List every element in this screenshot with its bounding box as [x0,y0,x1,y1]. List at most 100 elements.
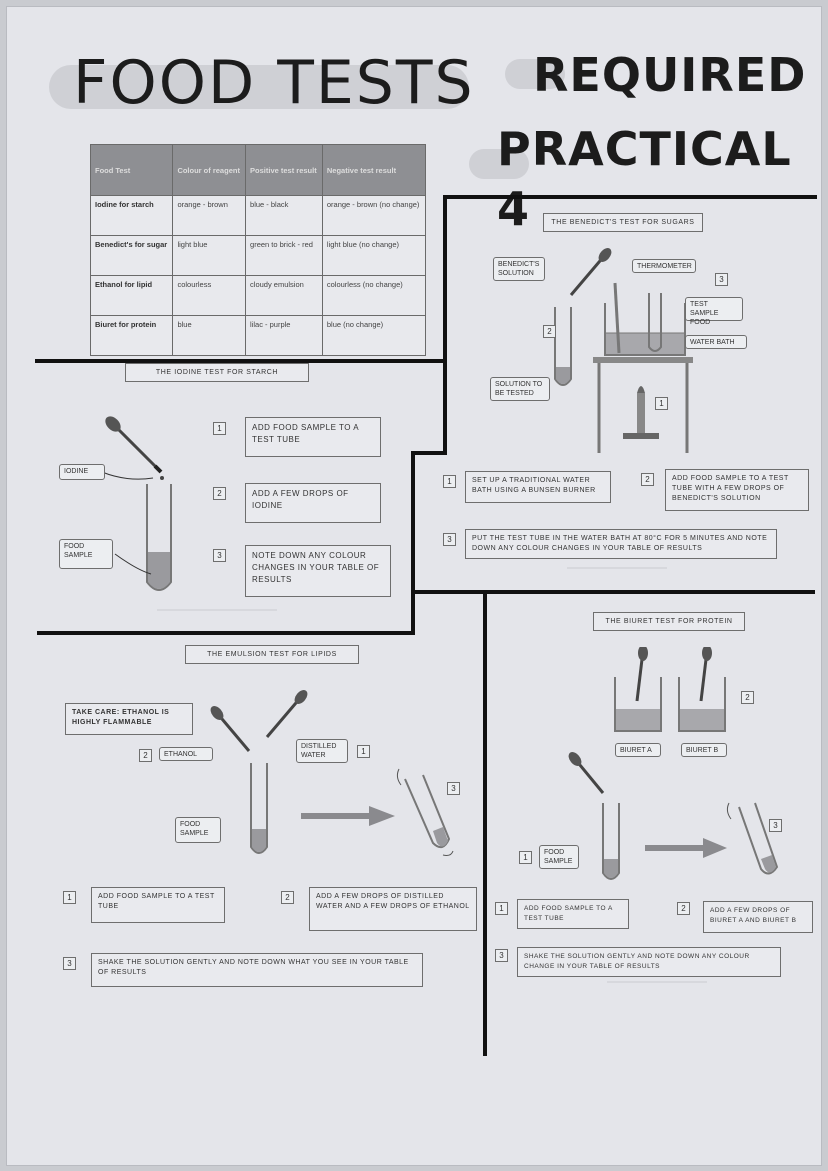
diagram-number: 2 [741,691,754,704]
test-tube-icon [554,307,572,386]
divider [443,195,447,453]
diagram-number: 2 [139,749,152,762]
iodine-section-title: THE IODINE TEST FOR STARCH [125,363,309,382]
benedicts-step-2: ADD FOOD SAMPLE TO A TEST TUBE WITH A FE… [665,469,809,511]
table-cell: light blue (no change) [321,235,427,276]
table-cell: colourless (no change) [321,275,427,316]
table-header: Food Test [89,144,174,196]
table-cell: lilac - purple [245,315,323,356]
benedicts-step-1: SET UP A TRADITIONAL WATER BATH USING A … [465,471,611,503]
biuret-step-3: SHAKE THE SOLUTION GENTLY AND NOTE DOWN … [517,947,781,977]
biuret-step-2: ADD A FEW DROPS OF BIURET A AND BIURET B [703,901,813,933]
subtitle-line1: REQUIRED [533,48,807,102]
title-highlight-right-1 [505,59,565,89]
step-number: 2 [281,891,294,904]
beaker-icon [614,647,662,732]
title-highlight-right-2 [469,149,529,179]
step-number: 3 [443,533,456,546]
iodine-label: IODINE [59,464,105,480]
table-cell: colourless [172,275,247,316]
distilled-water-label: DISTILLED WATER [296,739,348,763]
diagram-number: 2 [543,325,556,338]
iodine-step-3: NOTE DOWN ANY COLOUR CHANGES IN YOUR TAB… [245,545,391,597]
dropper-icon [568,752,605,794]
table-header: Positive test result [245,144,323,196]
title-highlight-left [49,65,469,109]
faint-rule [157,609,277,611]
tripod-icon [593,357,693,453]
food-sample-label: FOOD SAMPLE [59,539,113,569]
table-cell: orange - brown [172,195,247,236]
table-cell: blue (no change) [321,315,427,356]
diagram-number: 1 [519,851,532,864]
shaking-tube-icon [726,802,779,875]
divider [37,631,415,635]
step-number: 1 [443,475,456,488]
step-number: 2 [677,902,690,915]
subtitle-line2: PRACTICAL 4 [497,122,792,236]
iodine-step-1: ADD FOOD SAMPLE TO A TEST TUBE [245,417,381,457]
dropper-icon [569,248,612,296]
biuret-b-label: BIURET B [681,743,727,757]
food-sample-label: FOOD SAMPLE [539,845,579,869]
step-number: 1 [213,422,226,435]
step-number: 1 [495,902,508,915]
diagram-number: 3 [769,819,782,832]
biuret-section-title: THE BIURET TEST FOR PROTEIN [593,612,745,631]
divider [411,590,815,594]
biuret-diagram [568,647,779,880]
thermometer-label: THERMOMETER [632,259,696,273]
test-tube-icon [250,763,268,854]
table-cell: cloudy emulsion [245,275,323,316]
step-number: 3 [495,949,508,962]
flammable-warning: TAKE CARE: ETHANOL IS HIGHLY FLAMMABLE [65,703,193,735]
step-number: 2 [641,473,654,486]
step-number: 1 [63,891,76,904]
page-title: FOOD TESTS [73,48,475,118]
emulsion-step-3: SHAKE THE SOLUTION GENTLY AND NOTE DOWN … [91,953,423,987]
test-tube-icon [602,803,620,880]
diagram-number: 3 [447,782,460,795]
table-cell: Benedict's for sugar [89,235,174,276]
table-cell: Biuret for protein [89,315,174,356]
shaking-tube-icon [396,768,454,856]
worksheet-page: FOOD TESTS REQUIRED PRACTICAL 4 Food Tes… [6,6,822,1166]
table-cell: blue [172,315,247,356]
table-row: Ethanol for lipid colourless cloudy emul… [89,275,427,316]
arrow-icon [301,806,395,826]
table-row: Biuret for protein blue lilac - purple b… [89,315,427,356]
benedicts-section-title: THE BENEDICT'S TEST FOR SUGARS [543,213,703,232]
table-header: Negative test result [321,144,427,196]
test-sample-label: TEST SAMPLE FOOD [685,297,743,326]
step-number: 2 [213,487,226,500]
table-cell: Iodine for starch [89,195,174,236]
divider [411,451,447,455]
table-cell: blue - black [245,195,323,236]
iodine-diagram [101,416,172,591]
arrow-icon [645,838,727,858]
solution-to-be-tested-label: SOLUTION TO BE TESTED [490,377,550,401]
food-sample-label: FOOD SAMPLE [175,817,221,843]
dropper-icon [105,416,164,480]
emulsion-step-2: ADD A FEW DROPS OF DISTILLED WATER AND A… [309,887,477,931]
biuret-a-label: BIURET A [615,743,661,757]
table-cell: Ethanol for lipid [89,275,174,316]
emulsion-diagram [210,690,454,856]
dropper-icon [265,690,308,738]
table-row: Benedict's for sugar light blue green to… [89,235,427,276]
water-bath-label: WATER BATH [685,335,747,349]
benedicts-step-3: PUT THE TEST TUBE IN THE WATER BATH AT 8… [465,529,777,559]
table-cell: orange - brown (no change) [321,195,427,236]
beaker-icon [678,647,726,732]
iodine-step-2: ADD A FEW DROPS OF IODINE [245,483,381,523]
step-number: 3 [213,549,226,562]
divider [483,590,487,1056]
step-number: 3 [63,957,76,970]
divider [35,359,445,363]
divider [411,451,415,633]
food-tests-table: Food Test Colour of reagent Positive tes… [89,144,427,356]
biuret-step-1: ADD FOOD SAMPLE TO A TEST TUBE [517,899,629,929]
divider [445,195,817,199]
table-cell: green to brick - red [245,235,323,276]
test-tube-icon [146,484,172,591]
